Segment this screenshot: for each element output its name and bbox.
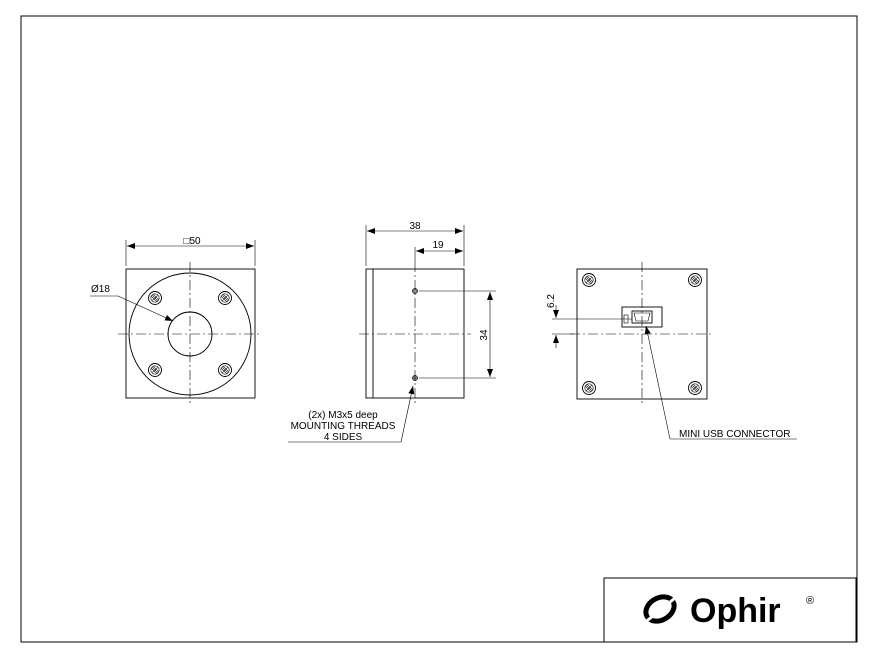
screw-icon	[688, 381, 702, 395]
back-view: 6.2 MINI USB CONNECTOR	[546, 262, 797, 440]
screw-icon	[582, 381, 596, 395]
registered-mark: ®	[806, 595, 814, 607]
thread-hole	[412, 288, 418, 294]
usb-connector-label: MINI USB CONNECTOR	[679, 429, 791, 440]
usb-leader-line	[644, 325, 671, 440]
screw-icon	[148, 363, 162, 377]
thread-note-line1: (2x) M3x5 deep	[308, 410, 378, 421]
screw-icon	[582, 273, 596, 287]
thread-hole-core	[413, 289, 417, 293]
thread-hole	[412, 375, 418, 381]
screw-icon	[688, 273, 702, 287]
dim-diameter-label: Ø18	[91, 284, 110, 295]
thread-note-line3: 4 SIDES	[324, 432, 363, 443]
side-view: 38 19 34 (2x) M3x5 deep MOUNTING THREADS…	[288, 221, 496, 443]
dim-thread-offset-label: 19	[432, 240, 444, 251]
drawing-border	[20, 15, 858, 643]
logo-text: Ophir	[690, 592, 781, 630]
front-view: □50 Ø18	[90, 236, 262, 405]
usb-connector-icon	[621, 306, 663, 328]
dim-thread-spacing-label: 34	[479, 329, 490, 341]
dia-leader-line	[117, 295, 174, 322]
screw-icon	[218, 363, 232, 377]
note-leader-line	[400, 385, 415, 443]
screw-icon	[218, 291, 232, 305]
thread-hole-core	[413, 376, 417, 380]
ophir-swoosh-icon	[642, 592, 681, 626]
dim-depth-label: 38	[409, 221, 421, 232]
dim-square-label: □50	[183, 236, 201, 247]
dim-usb-offset-label: 6.2	[546, 294, 557, 308]
screw-icon	[148, 291, 162, 305]
title-block: Ophir ®	[603, 577, 857, 643]
front-housing-outline	[125, 268, 256, 399]
thread-note-line2: MOUNTING THREADS	[291, 421, 396, 432]
